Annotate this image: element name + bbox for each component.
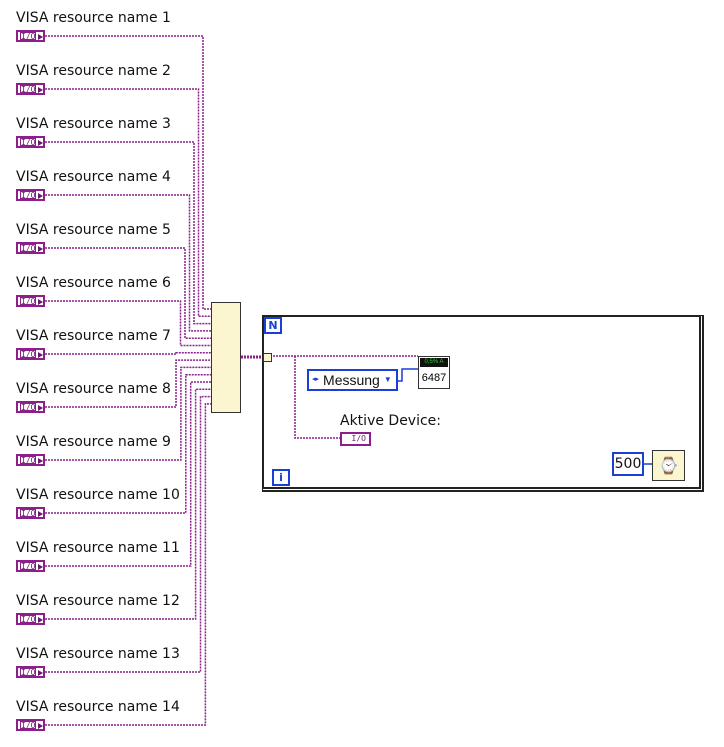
enum-value: Messung (323, 372, 380, 388)
arrow-icon (38, 723, 43, 729)
visa-wire (45, 373, 214, 514)
arrow-icon (38, 405, 43, 411)
control-label: VISA resource name 4 (16, 169, 171, 185)
visa-resource-control[interactable]: I/O (16, 719, 45, 731)
subvi-model: 6487 (421, 372, 447, 384)
visa-wire-indicator (294, 356, 342, 439)
visa-resource-control[interactable]: I/O (16, 560, 45, 572)
wristwatch-icon: ⌚ (658, 456, 679, 475)
control-label: VISA resource name 7 (16, 328, 171, 344)
control-label: VISA resource name 14 (16, 699, 180, 715)
increment-arrows-icon[interactable]: ◂▸ (312, 376, 320, 383)
indicator-label: Aktive Device: (340, 413, 442, 429)
wait-ms-node[interactable]: ⌚ (652, 450, 685, 481)
visa-wire (45, 366, 214, 461)
arrow-icon (38, 564, 43, 570)
visa-resource-control[interactable]: I/O (16, 401, 45, 413)
visa-resource-control[interactable]: I/O (16, 242, 45, 254)
control-label: VISA resource name 8 (16, 381, 171, 397)
control-label: VISA resource name 10 (16, 487, 180, 503)
visa-resource-control[interactable]: I/O (16, 666, 45, 678)
arrow-icon (38, 617, 43, 623)
arrow-icon (38, 511, 43, 517)
visa-wire (45, 194, 214, 332)
visa-wire (45, 141, 214, 325)
arrow-icon (38, 87, 43, 93)
visa-wire (45, 247, 214, 339)
control-label: VISA resource name 3 (16, 116, 171, 132)
visa-resource-control[interactable]: I/O (16, 454, 45, 466)
visa-resource-control[interactable]: I/O (16, 189, 45, 201)
subvi-banner: 0,5% A (420, 358, 448, 367)
auto-index-tunnel (263, 353, 272, 362)
arrow-icon (38, 246, 43, 252)
visa-wire (45, 403, 214, 726)
arrow-icon (38, 34, 43, 40)
control-label: VISA resource name 12 (16, 593, 180, 609)
visa-resource-control[interactable]: I/O (16, 83, 45, 95)
control-label: VISA resource name 9 (16, 434, 171, 450)
arrow-icon (38, 352, 43, 358)
visa-wire (45, 352, 214, 355)
visa-resource-control[interactable]: I/O (16, 613, 45, 625)
control-label: VISA resource name 5 (16, 222, 171, 238)
control-label: VISA resource name 11 (16, 540, 180, 556)
visa-resource-control[interactable]: I/O (16, 136, 45, 148)
wait-constant[interactable]: 500 (612, 452, 644, 476)
aktive-device-indicator[interactable]: I/O (340, 432, 371, 446)
visa-wire (45, 381, 214, 567)
build-array-node[interactable] (211, 302, 241, 413)
control-label: VISA resource name 13 (16, 646, 180, 662)
subvi-6487[interactable]: 0,5% A 6487 (418, 356, 450, 389)
visa-resource-control[interactable]: I/O (16, 30, 45, 42)
visa-resource-control[interactable]: I/O (16, 507, 45, 519)
visa-resource-control[interactable]: I/O (16, 295, 45, 307)
visa-wire (45, 395, 214, 673)
visa-resource-control[interactable]: I/O (16, 348, 45, 360)
visa-wire (45, 88, 214, 318)
for-loop[interactable] (262, 315, 704, 492)
control-label: VISA resource name 6 (16, 275, 171, 291)
visa-wire (45, 35, 214, 310)
visa-wire (45, 300, 214, 347)
arrow-icon (38, 670, 43, 676)
arrow-icon (38, 299, 43, 305)
visa-wire (45, 359, 214, 408)
visa-wire (45, 388, 214, 620)
control-label: VISA resource name 1 (16, 10, 171, 26)
iteration-terminal: i (272, 469, 290, 486)
arrow-icon (38, 140, 43, 146)
arrow-icon (38, 193, 43, 199)
loop-count-terminal[interactable]: N (264, 317, 282, 334)
arrow-icon (38, 458, 43, 464)
dropdown-icon[interactable]: ▼ (383, 375, 392, 384)
control-label: VISA resource name 2 (16, 63, 171, 79)
enum-constant[interactable]: ◂▸ Messung ▼ (307, 369, 398, 391)
